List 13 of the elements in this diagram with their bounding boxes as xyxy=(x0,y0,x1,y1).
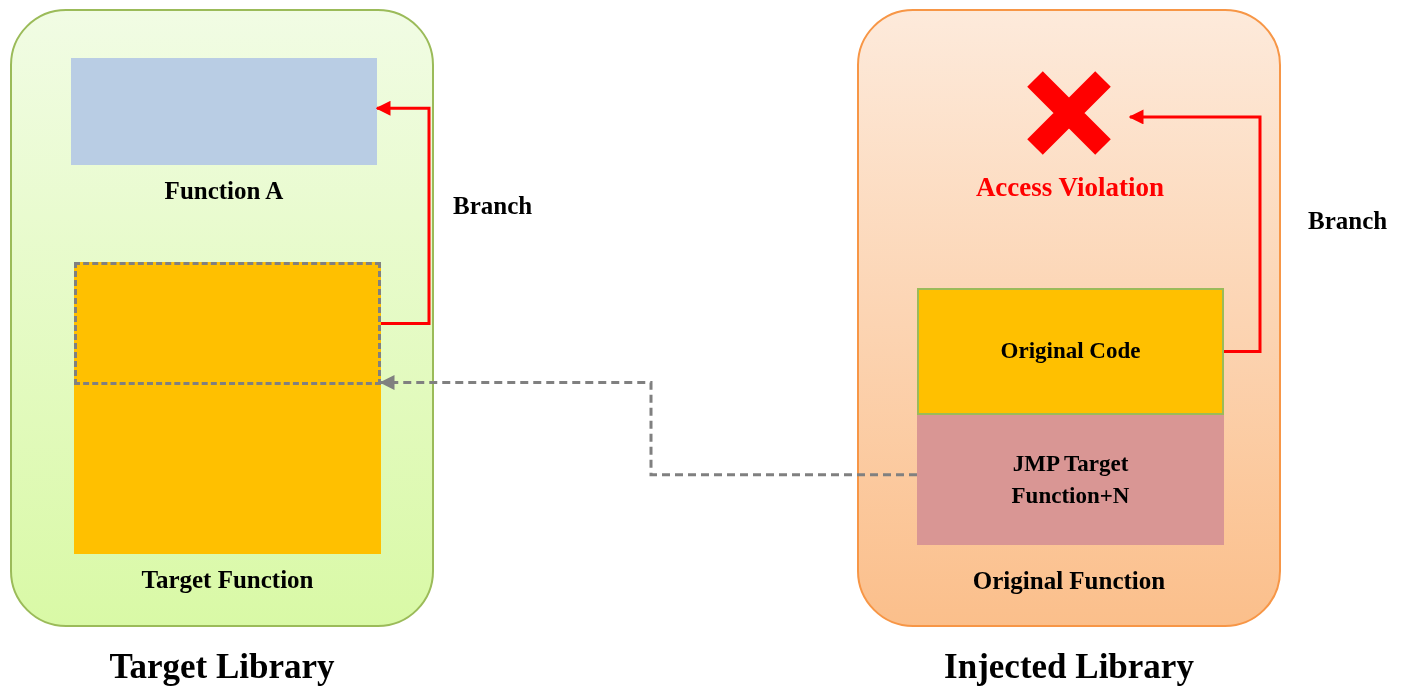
edge-label: Branch xyxy=(453,192,533,220)
panel-caption: Original Function xyxy=(972,567,1166,595)
block-label: Function A xyxy=(164,177,284,205)
edge-label: Branch xyxy=(1308,207,1388,235)
code-text: Original Code xyxy=(999,337,1142,366)
dashed-region-box xyxy=(74,262,381,385)
code-text: JMP Target Function+N xyxy=(1010,449,1131,510)
panel-title: Injected Library xyxy=(944,647,1194,687)
code-block xyxy=(917,288,1224,415)
error-label: Access Violation xyxy=(975,172,1165,203)
block-label: Target Function xyxy=(141,566,314,594)
panel-title: Target Library xyxy=(109,647,335,687)
jump-block xyxy=(917,415,1224,545)
